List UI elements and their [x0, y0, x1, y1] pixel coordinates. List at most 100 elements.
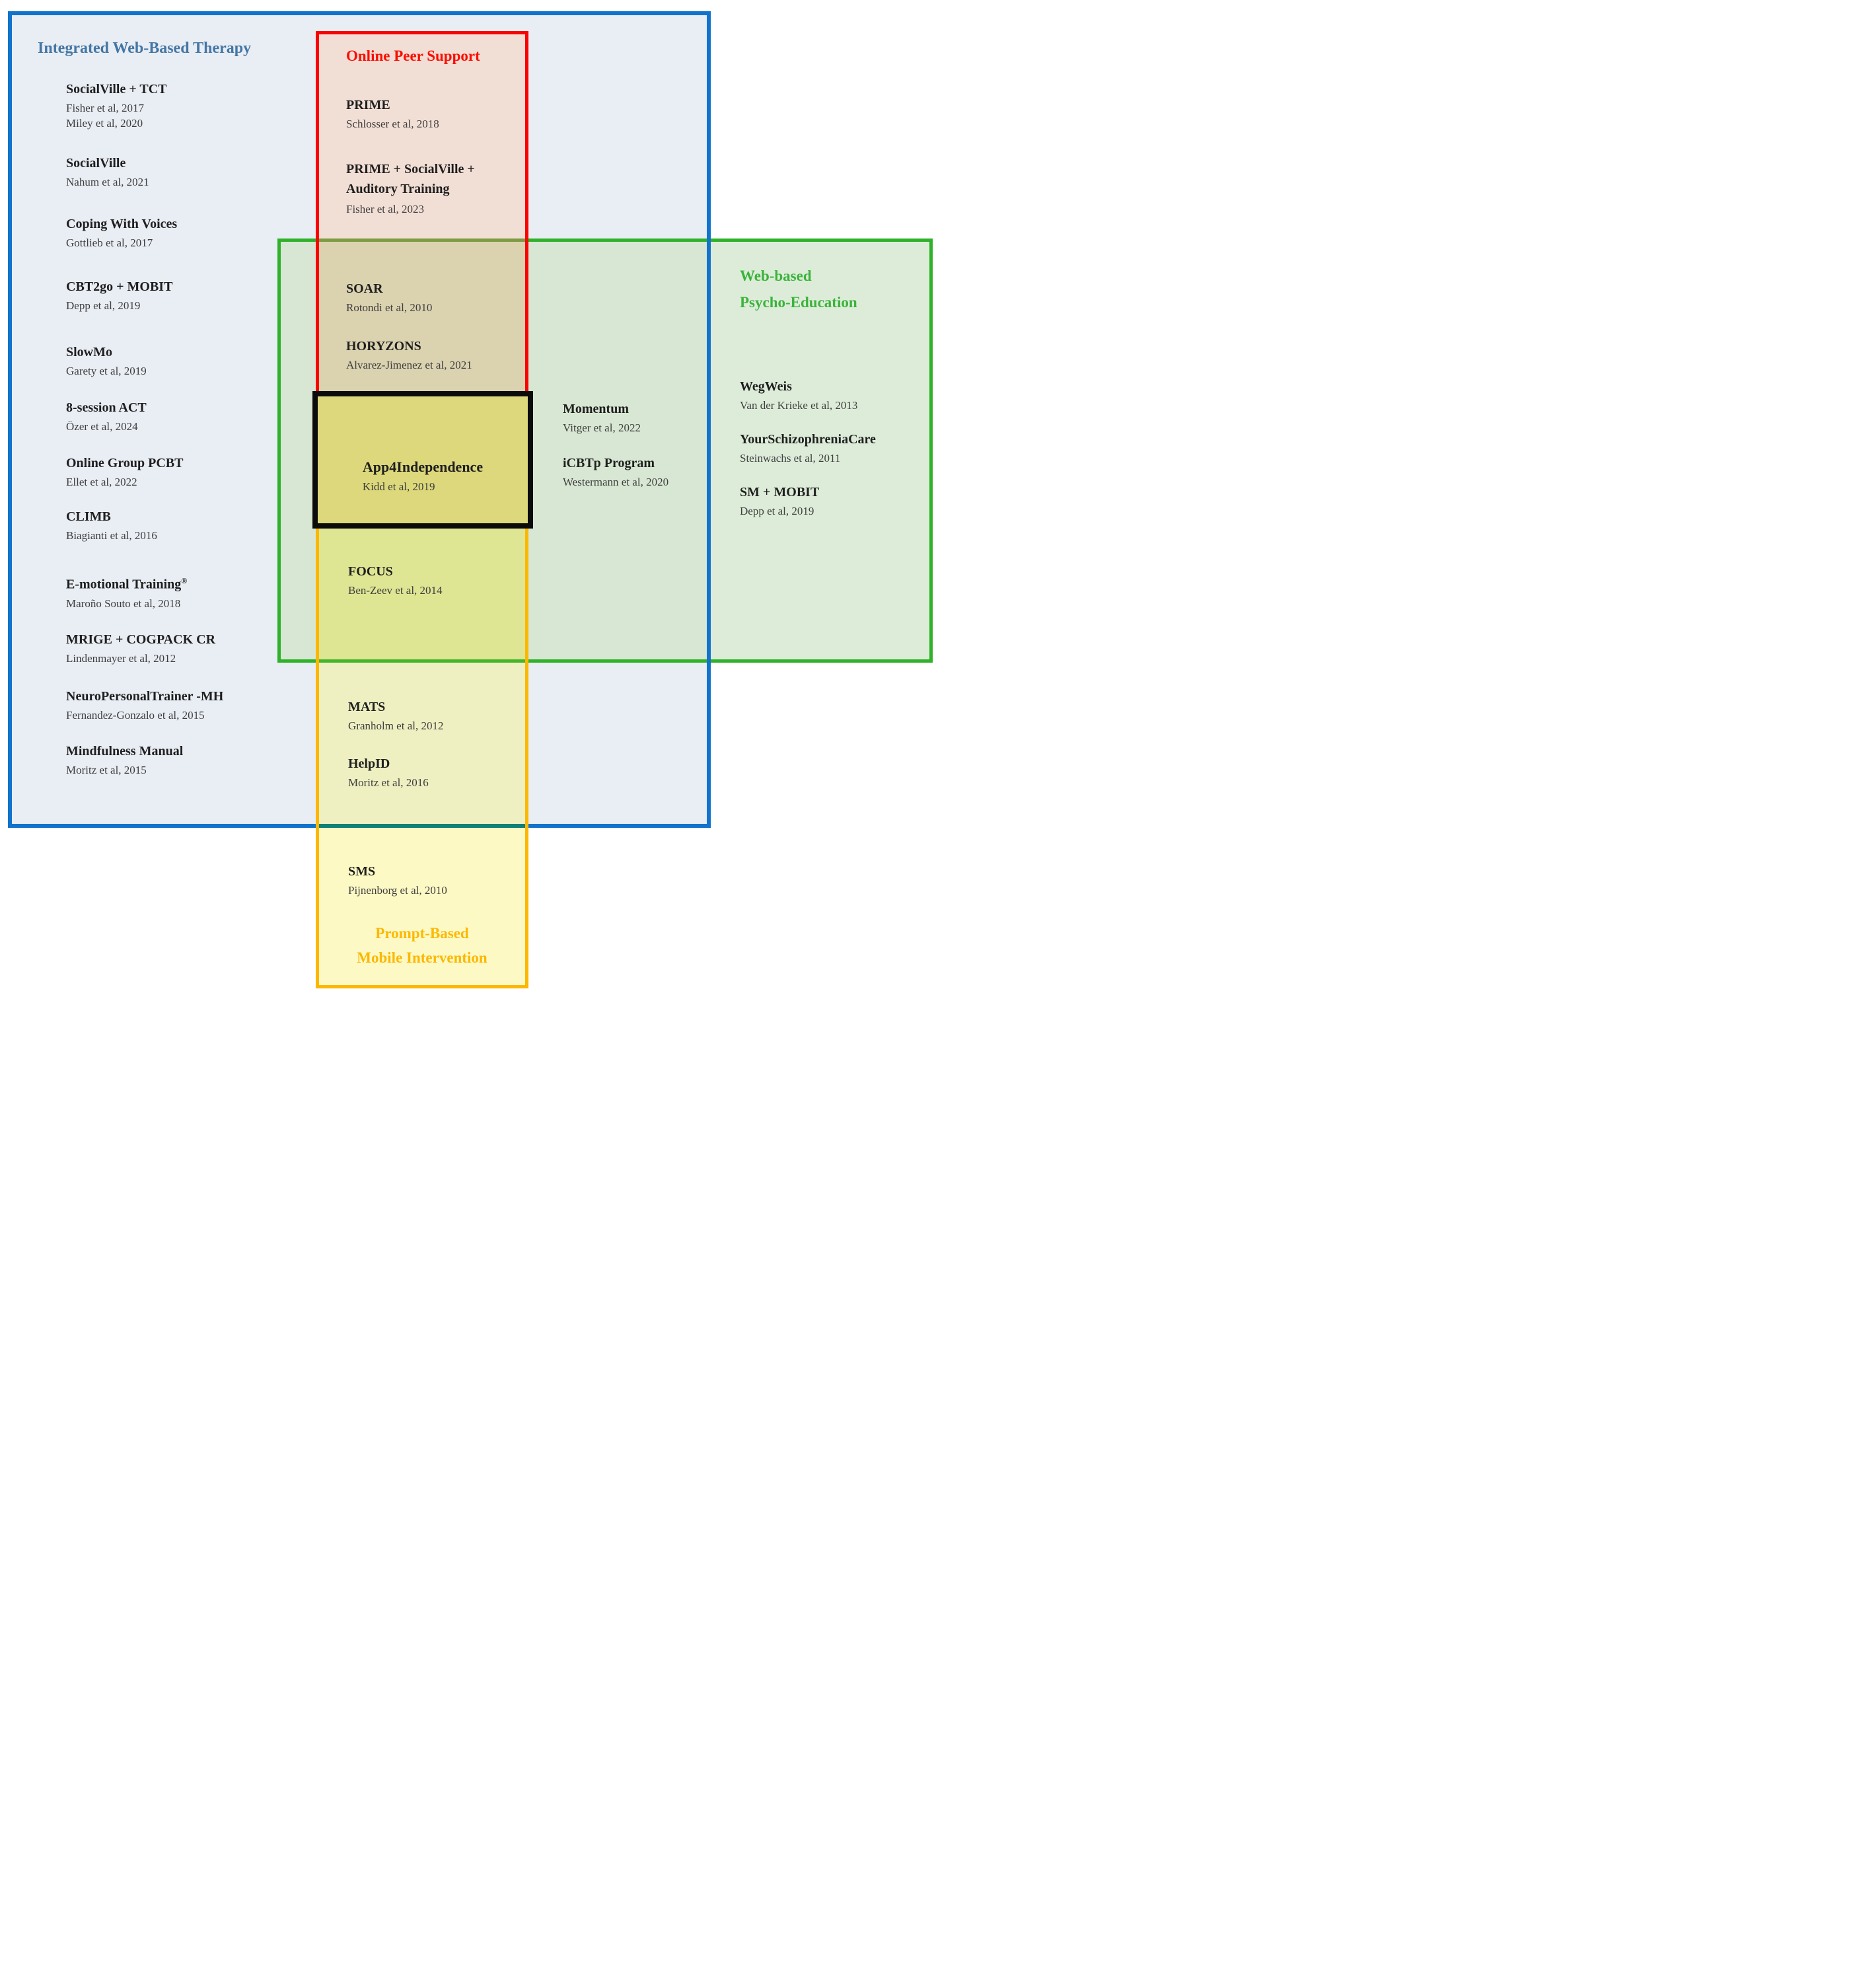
program-name: WegWeis [740, 379, 792, 394]
program-ref: Gottlieb et al, 2017 [66, 237, 153, 249]
program-ref: Ben-Zeev et al, 2014 [348, 584, 443, 597]
program-ref: Vitger et al, 2022 [563, 422, 641, 434]
program-ref: Depp et al, 2019 [740, 505, 814, 517]
program-ref: Granholm et al, 2012 [348, 719, 444, 732]
green-set-title: Web-based Psycho-Education [740, 263, 857, 316]
program-entry-8-session-act: 8-session ACT Özer et al, 2024 [66, 400, 147, 434]
yellow-set-title-line1: Prompt-Based [375, 925, 469, 941]
program-entry-climb: CLIMB Biagianti et al, 2016 [66, 509, 157, 543]
program-entry-sms: SMS Pijnenborg et al, 2010 [348, 864, 447, 898]
program-entry-neuropersonaltrainer: NeuroPersonalTrainer -MH Fernandez-Gonza… [66, 688, 223, 723]
program-ref: Moritz et al, 2016 [348, 776, 429, 789]
blue-set-title: Integrated Web-Based Therapy [38, 40, 252, 57]
program-entry-helpid: HelpID Moritz et al, 2016 [348, 756, 429, 790]
program-entry-mats: MATS Granholm et al, 2012 [348, 699, 443, 733]
program-name: CLIMB [66, 509, 111, 524]
program-ref: Depp et al, 2019 [66, 299, 141, 312]
program-entry-cbt2go-mobit: CBT2go + MOBIT Depp et al, 2019 [66, 279, 172, 313]
program-ref: Özer et al, 2024 [66, 420, 138, 433]
program-name: Momentum [563, 402, 629, 416]
program-entry-momentum: Momentum Vitger et al, 2022 [563, 401, 641, 435]
green-border-over-yellow-segment [316, 659, 528, 663]
green-set-title-line1: Web-based [740, 268, 812, 284]
program-entry-wegweis: WegWeis Van der Krieke et al, 2013 [740, 379, 857, 413]
program-name: Online Group PCBT [66, 456, 184, 470]
program-name-text: E-motional Training [66, 577, 182, 592]
venn-diagram: Integrated Web-Based Therapy Online Peer… [0, 0, 936, 994]
program-name: SlowMo [66, 345, 112, 359]
green-set-title-line2: Psycho-Education [740, 294, 857, 311]
program-name: NeuroPersonalTrainer -MH [66, 689, 224, 704]
yellow-set-fill [316, 828, 528, 988]
program-ref: Steinwachs et al, 2011 [740, 452, 841, 464]
program-entry-app4independence: App4Independence Kidd et al, 2019 [363, 459, 483, 494]
program-ref: Ellet et al, 2022 [66, 476, 137, 488]
yellow-set-title: Prompt-Based Mobile Intervention [316, 921, 528, 970]
program-name: HelpID [348, 756, 390, 771]
green-set-fill [711, 240, 933, 661]
program-entry-slowmo: SlowMo Garety et al, 2019 [66, 344, 147, 379]
program-entry-horyzons: HORYZONS Alvarez-Jimenez et al, 2021 [346, 338, 472, 373]
program-name: iCBTp Program [563, 456, 655, 470]
red-green-overlap-fill [316, 240, 528, 396]
program-name: YourSchizophreniaCare [740, 432, 876, 447]
program-name: Mindfulness Manual [66, 744, 184, 758]
program-ref: Alvarez-Jimenez et al, 2021 [346, 359, 472, 371]
program-name: HORYZONS [346, 339, 421, 353]
blue-border-over-yellow-segment [316, 824, 528, 828]
program-ref: Miley et al, 2020 [66, 117, 143, 129]
all-sets-intersection-box: App4Independence Kidd et al, 2019 [312, 391, 533, 529]
program-name: SocialVille [66, 156, 126, 170]
program-name: Coping With Voices [66, 217, 178, 231]
yellow-blue-overlap-fill [316, 661, 528, 828]
program-ref: Garety et al, 2019 [66, 365, 147, 377]
program-name: SM + MOBIT [740, 485, 820, 499]
green-border-over-red-segment [316, 239, 528, 242]
program-entry-prime-socialville-auditory: PRIME + SocialVille + Auditory Training … [346, 159, 515, 217]
yellow-set-title-line2: Mobile Intervention [357, 949, 487, 966]
program-entry-yourschizophreniacare: YourSchizophreniaCare Steinwachs et al, … [740, 431, 876, 466]
red-blue-overlap-fill [316, 31, 528, 240]
program-name: SocialVille + TCT [66, 82, 167, 96]
program-entry-socialville: SocialVille Nahum et al, 2021 [66, 155, 149, 190]
program-name: MRIGE + COGPACK CR [66, 632, 216, 647]
program-name: SMS [348, 864, 376, 879]
program-name: PRIME + SocialVille + Auditory Training [346, 162, 475, 196]
green-set-border [277, 239, 933, 663]
program-entry-coping-with-voices: Coping With Voices Gottlieb et al, 2017 [66, 216, 177, 250]
yellow-set-border [316, 525, 528, 988]
program-ref: Moritz et al, 2015 [66, 764, 147, 776]
program-entry-online-group-pcbt: Online Group PCBT Ellet et al, 2022 [66, 455, 183, 490]
program-entry-soar: SOAR Rotondi et al, 2010 [346, 281, 432, 315]
program-ref: Pijnenborg et al, 2010 [348, 884, 447, 897]
program-name: FOCUS [348, 564, 393, 579]
program-name: CBT2go + MOBIT [66, 279, 173, 294]
registered-mark: ® [181, 576, 188, 585]
program-ref: Rotondi et al, 2010 [346, 301, 433, 314]
program-ref: Fisher et al, 2023 [346, 203, 425, 215]
program-ref: Fisher et al, 2017 [66, 102, 145, 114]
program-ref: Westermann et al, 2020 [563, 476, 669, 488]
program-name: PRIME [346, 98, 390, 112]
program-name: E-motional Training® [66, 573, 187, 593]
program-entry-prime: PRIME Schlosser et al, 2018 [346, 97, 439, 131]
program-name: App4Independence [362, 459, 484, 475]
program-name: 8-session ACT [66, 400, 147, 415]
program-entry-emotional-training: E-motional Training® Maroño Souto et al,… [66, 573, 187, 611]
red-set-title: Online Peer Support [346, 48, 480, 64]
program-entry-mindfulness-manual: Mindfulness Manual Moritz et al, 2015 [66, 743, 183, 778]
program-ref: Biagianti et al, 2016 [66, 529, 157, 542]
program-name: SOAR [346, 281, 383, 296]
program-entry-focus: FOCUS Ben-Zeev et al, 2014 [348, 564, 443, 598]
program-ref: Fernandez-Gonzalo et al, 2015 [66, 709, 205, 721]
program-ref: Van der Krieke et al, 2013 [740, 399, 858, 412]
program-entry-mrige-cogpack: MRIGE + COGPACK CR Lindenmayer et al, 20… [66, 632, 215, 666]
program-ref: Maroño Souto et al, 2018 [66, 597, 181, 610]
program-ref: Lindenmayer et al, 2012 [66, 652, 176, 665]
program-entry-socialville-tct: SocialVille + TCT Fisher et al, 2017 Mil… [66, 81, 167, 131]
program-ref: Schlosser et al, 2018 [346, 118, 439, 130]
program-ref: Nahum et al, 2021 [66, 176, 149, 188]
program-ref: Kidd et al, 2019 [362, 480, 435, 493]
program-entry-icbtp-program: iCBTp Program Westermann et al, 2020 [563, 455, 668, 490]
yellow-green-overlap-fill [316, 527, 528, 661]
